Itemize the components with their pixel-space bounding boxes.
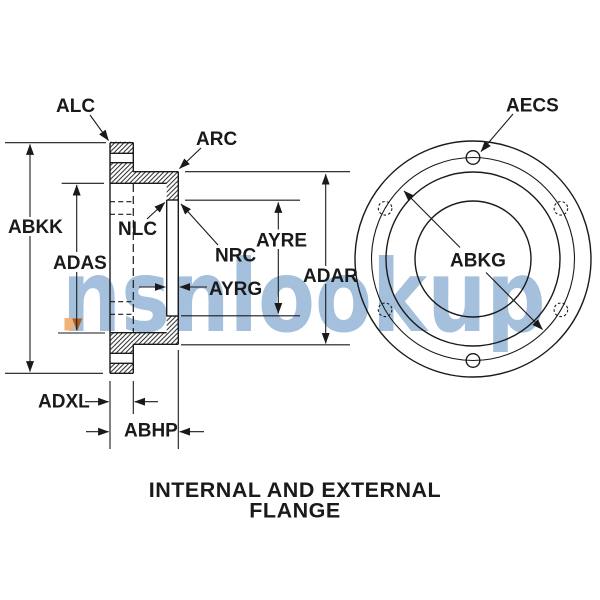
label-adxl: ADXL — [38, 392, 90, 413]
bore-circle — [414, 200, 532, 318]
bolt-hole-upper-right — [553, 200, 569, 216]
raised-face-circle — [385, 171, 561, 347]
caption: INTERNAL AND EXTERNAL FLANGE — [149, 478, 441, 523]
dim-adas — [64, 184, 83, 332]
leader-aecs — [480, 113, 514, 152]
label-arc: ARC — [196, 129, 237, 150]
bolt-hole-lower-right — [553, 302, 569, 318]
label-nrc: NRC — [215, 246, 256, 267]
label-abhp: ABHP — [124, 421, 178, 442]
caption-line2: FLANGE — [249, 499, 340, 523]
label-adas: ADAS — [53, 253, 107, 274]
bolt-hole-bottom — [465, 353, 481, 369]
bolt-hole-lower-left — [377, 302, 393, 318]
flange-outer-circle — [354, 140, 592, 378]
label-ayrg: AYRG — [209, 279, 262, 300]
bolt-hole-upper-left — [377, 200, 393, 216]
label-alc: ALC — [56, 96, 95, 117]
label-nlc: NLC — [118, 219, 157, 240]
dim-abkg — [403, 190, 543, 330]
dimension-lines — [5, 113, 514, 449]
label-abkg: ABKG — [450, 251, 506, 272]
front-view — [354, 140, 592, 378]
dimension-labels: ALC ARC ABKK NLC NRC AYRE ADAS ADAR AYRG… — [8, 96, 559, 442]
bolt-holes — [377, 149, 569, 369]
adas-highlight-mark — [64, 318, 74, 331]
bolt-circle — [370, 156, 576, 362]
leader-arc — [179, 147, 202, 169]
label-abkk: ABKK — [8, 217, 63, 238]
leader-nrc — [180, 203, 219, 246]
section-hatching — [110, 141, 179, 374]
caption-line1: INTERNAL AND EXTERNAL — [149, 478, 441, 502]
flange-outline — [109, 141, 180, 374]
hidden-bore-lines — [110, 184, 134, 332]
leader-alc — [89, 114, 109, 141]
side-section-view — [109, 141, 180, 374]
adas-orange-arrowhead — [72, 318, 83, 332]
label-aecs: AECS — [506, 96, 559, 117]
label-adar: ADAR — [303, 266, 358, 287]
leader-nlc — [146, 202, 166, 220]
bolt-hole-top — [465, 149, 481, 165]
label-ayre: AYRE — [256, 231, 307, 252]
